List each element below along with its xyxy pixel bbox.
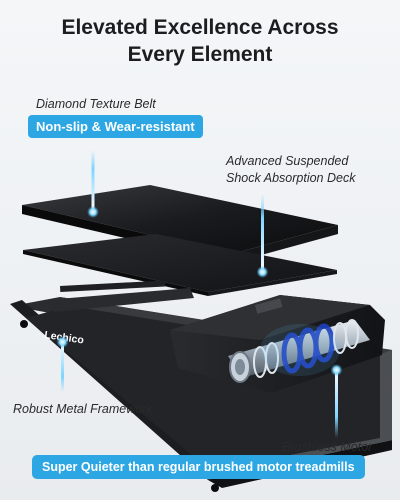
deck-label-line-2: Shock Absorption Deck [226,171,356,185]
belt-label: Diamond Texture Belt [36,97,156,111]
headline-line-2: Every Element [127,43,273,66]
deck-label-line-1: Advanced Suspended [226,154,349,168]
headline: Elevated Excellence Across Every Element [0,14,400,68]
motor-badge: Super Quieter than regular brushed motor… [32,455,365,479]
deck-label: Advanced Suspended Shock Absorption Deck [226,153,355,187]
motor-callout-line [330,364,343,438]
frame-label: Robust Metal Framework [13,402,153,416]
frame-callout-line [56,336,69,392]
brushless-motor [228,319,370,383]
belt-badge: Non-slip & Wear-resistant [28,115,203,138]
deck-callout-line [256,194,269,278]
headline-line-1: Elevated Excellence Across [61,16,339,39]
motor-label: Brushless Motor [282,440,373,454]
belt-callout-line [87,150,99,218]
